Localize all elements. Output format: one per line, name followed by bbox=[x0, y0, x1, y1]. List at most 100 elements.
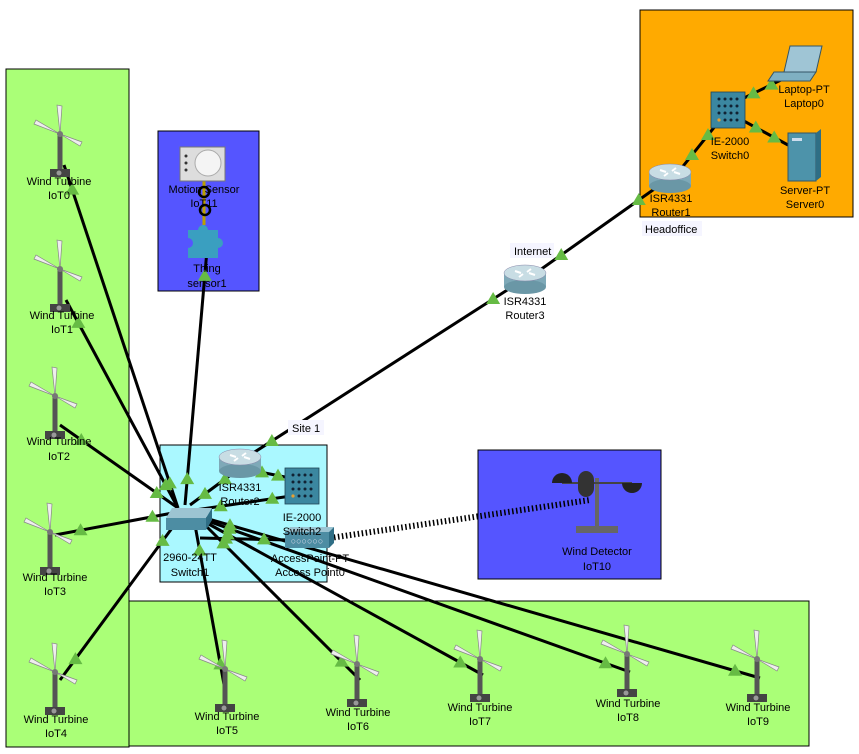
label-iot9-type: Wind Turbine bbox=[726, 702, 791, 714]
label-ap-type: AccessPoint-PT bbox=[271, 553, 350, 565]
link-status-up-icon bbox=[453, 655, 468, 668]
link-status-up-icon bbox=[701, 128, 715, 140]
link-status-up-icon bbox=[192, 543, 207, 556]
link-status-up-icon bbox=[218, 472, 232, 485]
link-switch1-iot7[interactable] bbox=[204, 520, 484, 677]
laptop-icon[interactable] bbox=[767, 45, 823, 82]
link-status-up-icon bbox=[74, 432, 89, 445]
label-router3-type: ISR4331 bbox=[504, 296, 547, 308]
label-iot6-type: Wind Turbine bbox=[326, 707, 391, 719]
link-status-up-icon bbox=[631, 193, 646, 206]
link-status-up-icon bbox=[264, 433, 279, 446]
label-wind-name: IoT10 bbox=[583, 561, 611, 573]
link-status-up-icon bbox=[554, 247, 569, 260]
link-status-up-icon bbox=[486, 292, 501, 305]
label-router1-type: ISR4331 bbox=[650, 193, 693, 205]
iot-zone-bottom bbox=[128, 600, 810, 747]
link-status-up-icon bbox=[748, 120, 763, 133]
link-status-up-icon bbox=[65, 182, 80, 195]
note-site1[interactable]: Site 1 bbox=[292, 423, 320, 435]
label-switch0-name: Switch0 bbox=[711, 150, 750, 162]
label-iot0-type: Wind Turbine bbox=[27, 176, 92, 188]
link-status-up-icon bbox=[271, 468, 285, 481]
label-router3-name: Router3 bbox=[505, 310, 544, 322]
label-iot3-type: Wind Turbine bbox=[23, 572, 88, 584]
label-iot4-type: Wind Turbine bbox=[24, 714, 89, 726]
label-switch1-name: Switch1 bbox=[171, 567, 210, 579]
link-switch0-server[interactable] bbox=[741, 118, 789, 147]
svg-text:○○○○○○: ○○○○○○ bbox=[291, 536, 324, 546]
thing-puzzle-icon[interactable] bbox=[188, 225, 223, 258]
link-status-up-icon bbox=[145, 509, 160, 522]
label-server-name: Server0 bbox=[786, 199, 825, 211]
motion-sensor-icon[interactable] bbox=[179, 146, 226, 182]
label-switch1-type: 2960-24TT bbox=[163, 552, 217, 564]
label-motion-type: Motion Sensor bbox=[169, 184, 240, 196]
link-status-up-icon bbox=[764, 77, 779, 90]
link-switch1-iot1[interactable] bbox=[64, 299, 180, 509]
link-status-up-icon bbox=[198, 486, 212, 499]
wind-detector-icon[interactable] bbox=[552, 471, 642, 533]
ie2000-switch0-icon[interactable] bbox=[710, 91, 746, 129]
label-thing-name: sensor1 bbox=[187, 278, 226, 290]
link-status-up-icon bbox=[68, 652, 83, 665]
link-status-up-icon bbox=[746, 86, 761, 99]
link-switch1-iot8[interactable] bbox=[204, 518, 631, 674]
link-status-up-icon bbox=[222, 518, 237, 531]
link-status-up-icon bbox=[255, 465, 269, 478]
link-status-up-icon bbox=[213, 499, 228, 512]
label-router2-name: Router2 bbox=[220, 496, 259, 508]
link-switch1-iot0[interactable] bbox=[62, 164, 180, 509]
link-status-up-icon bbox=[767, 130, 782, 143]
link-status-up-icon bbox=[71, 315, 86, 328]
label-iot7-name: IoT7 bbox=[469, 716, 491, 728]
label-iot8-name: IoT8 bbox=[617, 712, 639, 724]
label-wind-type: Wind Detector bbox=[562, 546, 632, 558]
label-iot5-name: IoT5 bbox=[216, 725, 238, 737]
router1-icon[interactable] bbox=[648, 163, 692, 194]
access-point-icon[interactable]: ○○○○○○ bbox=[285, 527, 334, 548]
label-router1-name: Router1 bbox=[651, 207, 690, 219]
label-iot8-type: Wind Turbine bbox=[596, 698, 661, 710]
label-switch2-name: Switch2 bbox=[283, 526, 322, 538]
link-switch1-iot3[interactable] bbox=[54, 510, 179, 537]
ie2000-switch2-icon[interactable] bbox=[284, 467, 320, 505]
iot-zone-left bbox=[5, 68, 130, 748]
label-iot0-name: IoT0 bbox=[48, 190, 70, 202]
link-switch1-iot4[interactable] bbox=[58, 519, 180, 681]
link-status-up-icon bbox=[218, 531, 233, 544]
link-status-up-icon bbox=[149, 486, 164, 499]
link-status-up-icon bbox=[334, 654, 349, 667]
label-iot1-name: IoT1 bbox=[51, 324, 73, 336]
note-internet[interactable]: Internet bbox=[514, 246, 551, 258]
label-laptop-type: Laptop-PT bbox=[778, 84, 830, 96]
link-status-up-icon bbox=[685, 148, 699, 160]
link-status-up-icon bbox=[197, 268, 212, 281]
switch-2960-icon[interactable] bbox=[166, 508, 212, 530]
link-switch1-switch2[interactable] bbox=[194, 493, 299, 512]
server-icon[interactable] bbox=[787, 129, 821, 182]
link-switch0-laptop[interactable] bbox=[739, 76, 786, 102]
label-switch2-type: IE-2000 bbox=[283, 512, 322, 524]
label-iot2-name: IoT2 bbox=[48, 451, 70, 463]
link-status-up-icon bbox=[257, 532, 272, 545]
router2-icon[interactable] bbox=[218, 448, 262, 479]
iot-connector-icon bbox=[197, 185, 211, 199]
label-iot7-type: Wind Turbine bbox=[448, 702, 513, 714]
label-iot2-type: Wind Turbine bbox=[27, 436, 92, 448]
label-switch0-type: IE-2000 bbox=[711, 136, 750, 148]
label-server-type: Server-PT bbox=[780, 185, 830, 197]
link-switch1-thing[interactable] bbox=[183, 249, 209, 506]
label-laptop-name: Laptop0 bbox=[784, 98, 824, 110]
label-motion-name: IoT11 bbox=[190, 198, 217, 210]
note-headoffice[interactable]: Headoffice bbox=[645, 224, 697, 236]
link-status-up-icon bbox=[155, 533, 170, 546]
label-ap-name: Access Point0 bbox=[275, 567, 345, 579]
router3-icon[interactable] bbox=[503, 264, 547, 295]
link-switch1-ap[interactable] bbox=[199, 536, 291, 542]
label-thing-type: Thing bbox=[193, 263, 221, 275]
link-status-up-icon bbox=[73, 523, 88, 536]
link-status-up-icon bbox=[158, 478, 173, 491]
iot-connector-icon bbox=[198, 203, 212, 217]
